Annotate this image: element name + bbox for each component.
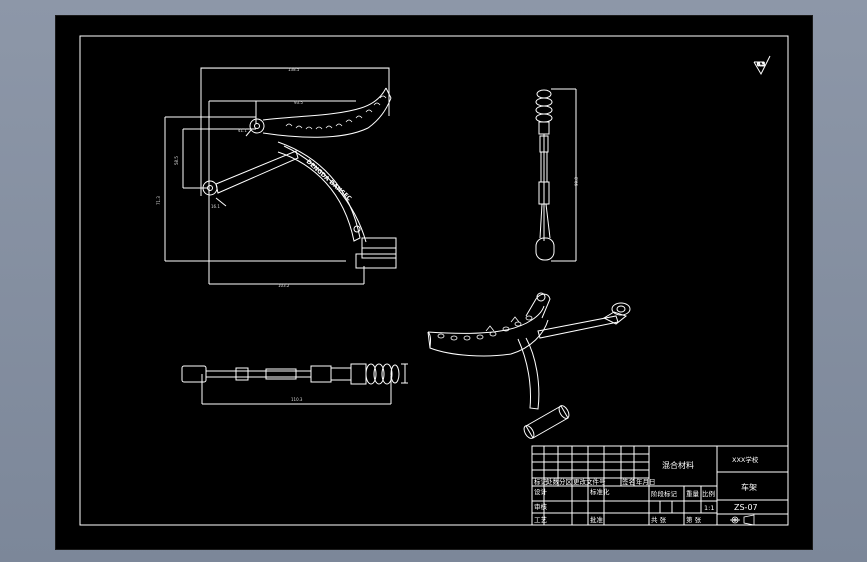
- svg-text:重量: 重量: [686, 490, 700, 498]
- projection-symbol: [730, 514, 755, 526]
- side-view: [535, 88, 577, 262]
- top-view: [181, 363, 408, 405]
- svg-text:1:1: 1:1: [704, 504, 714, 512]
- svg-text:138.5: 138.5: [288, 67, 300, 72]
- svg-text:93.5: 93.5: [294, 100, 303, 105]
- part-name: 车架: [741, 482, 757, 492]
- svg-text:比例: 比例: [702, 489, 715, 498]
- svg-text:批准: 批准: [590, 515, 604, 524]
- svg-text:设计: 设计: [534, 487, 548, 496]
- roughness-symbol: 6.3: [753, 55, 771, 76]
- svg-text:6.3: 6.3: [757, 62, 765, 68]
- svg-text:41.1: 41.1: [238, 128, 247, 133]
- svg-text:更改文件号: 更改文件号: [573, 477, 606, 486]
- front-view: [164, 67, 397, 285]
- svg-text:58.5: 58.5: [174, 156, 179, 165]
- material-text: 混合材料: [662, 460, 694, 470]
- title-block: [531, 445, 789, 526]
- drawing-number: ZS-07: [734, 503, 758, 512]
- svg-text:第 张: 第 张: [686, 515, 702, 524]
- svg-text:分区: 分区: [559, 477, 573, 486]
- svg-text:16.1: 16.1: [211, 204, 220, 209]
- svg-text:处数: 处数: [546, 477, 560, 486]
- svg-text:阶段标记: 阶段标记: [651, 489, 678, 498]
- cad-viewport[interactable]: 6.3: [55, 15, 813, 550]
- sheet-border: [79, 35, 789, 526]
- brand-text: DENGDA DANSEC: [305, 158, 353, 203]
- cad-drawing: 6.3: [79, 35, 789, 526]
- svg-text:标准化: 标准化: [590, 487, 610, 496]
- svg-text:标记: 标记: [534, 477, 548, 486]
- svg-text:签名: 签名: [622, 477, 635, 486]
- isometric-view: [427, 292, 631, 439]
- svg-text:审核: 审核: [534, 502, 548, 511]
- svg-text:103.2: 103.2: [278, 283, 290, 288]
- svg-text:共 张: 共 张: [651, 515, 667, 524]
- company-text: XXX学校: [732, 455, 759, 464]
- svg-text:年月日: 年月日: [636, 477, 656, 486]
- svg-text:71.3: 71.3: [156, 196, 161, 205]
- title-block-labels: 标记 设计 审核 工艺 处数 分区 更改文件号 签名 年月日 标准化 批准 阶段…: [534, 477, 715, 524]
- svg-text:工艺: 工艺: [534, 516, 548, 524]
- svg-text:110.3: 110.3: [291, 397, 303, 402]
